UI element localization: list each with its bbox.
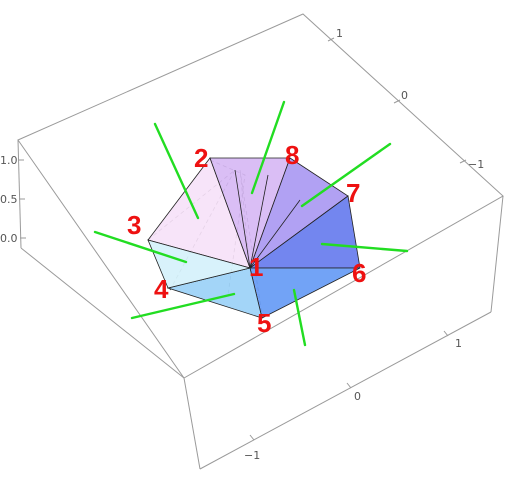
z-tick-label: 0.0 (0, 232, 18, 245)
polyhedron-faces (147, 157, 361, 319)
box-edge-right (490, 195, 504, 313)
upper-right-tick-label: 1 (336, 27, 343, 40)
vertex-label-5: 5 (257, 308, 271, 338)
box-edge-left (17, 139, 22, 249)
upper-right-tick-label: −1 (468, 158, 484, 171)
box-edge-front (183, 377, 201, 470)
box-edge-front-bottom (20, 247, 185, 379)
normal-vector (320, 242, 409, 253)
normal-vector (300, 142, 392, 208)
normal-vector (153, 122, 200, 220)
normal-vector (93, 230, 188, 264)
lower-right-tick-label: 0 (354, 390, 361, 403)
vertex-label-1: 1 (249, 252, 263, 282)
axis-tick-labels: 1.0 0.5 0.0 1 0 −1 1 0 −1 (0, 27, 484, 462)
upper-right-tick-label: 0 (401, 89, 408, 102)
lower-right-tick-label: −1 (244, 449, 260, 462)
z-tick-label: 0.5 (0, 193, 18, 206)
ridge-lines (234, 169, 301, 269)
lower-right-tick-label: 1 (455, 337, 462, 350)
normal-vector (292, 288, 307, 347)
face-1-4-3 (147, 239, 252, 289)
z-tick-label: 1.0 (0, 154, 18, 167)
box-edge-bottom-right (199, 311, 492, 470)
normal-vector (130, 292, 236, 320)
normal-vector (250, 100, 286, 195)
vertex-label-6: 6 (352, 258, 366, 288)
vertex-label-4: 4 (154, 274, 169, 304)
vertex-labels: 1 2 3 4 5 6 7 8 (127, 140, 366, 338)
tick-marks (18, 37, 467, 441)
vertex-label-2: 2 (194, 143, 208, 173)
bounding-box (17, 13, 504, 470)
vertex-label-7: 7 (346, 178, 360, 208)
normal-vectors (93, 100, 409, 347)
vertex-label-8: 8 (285, 140, 299, 170)
vertex-label-3: 3 (127, 210, 141, 240)
